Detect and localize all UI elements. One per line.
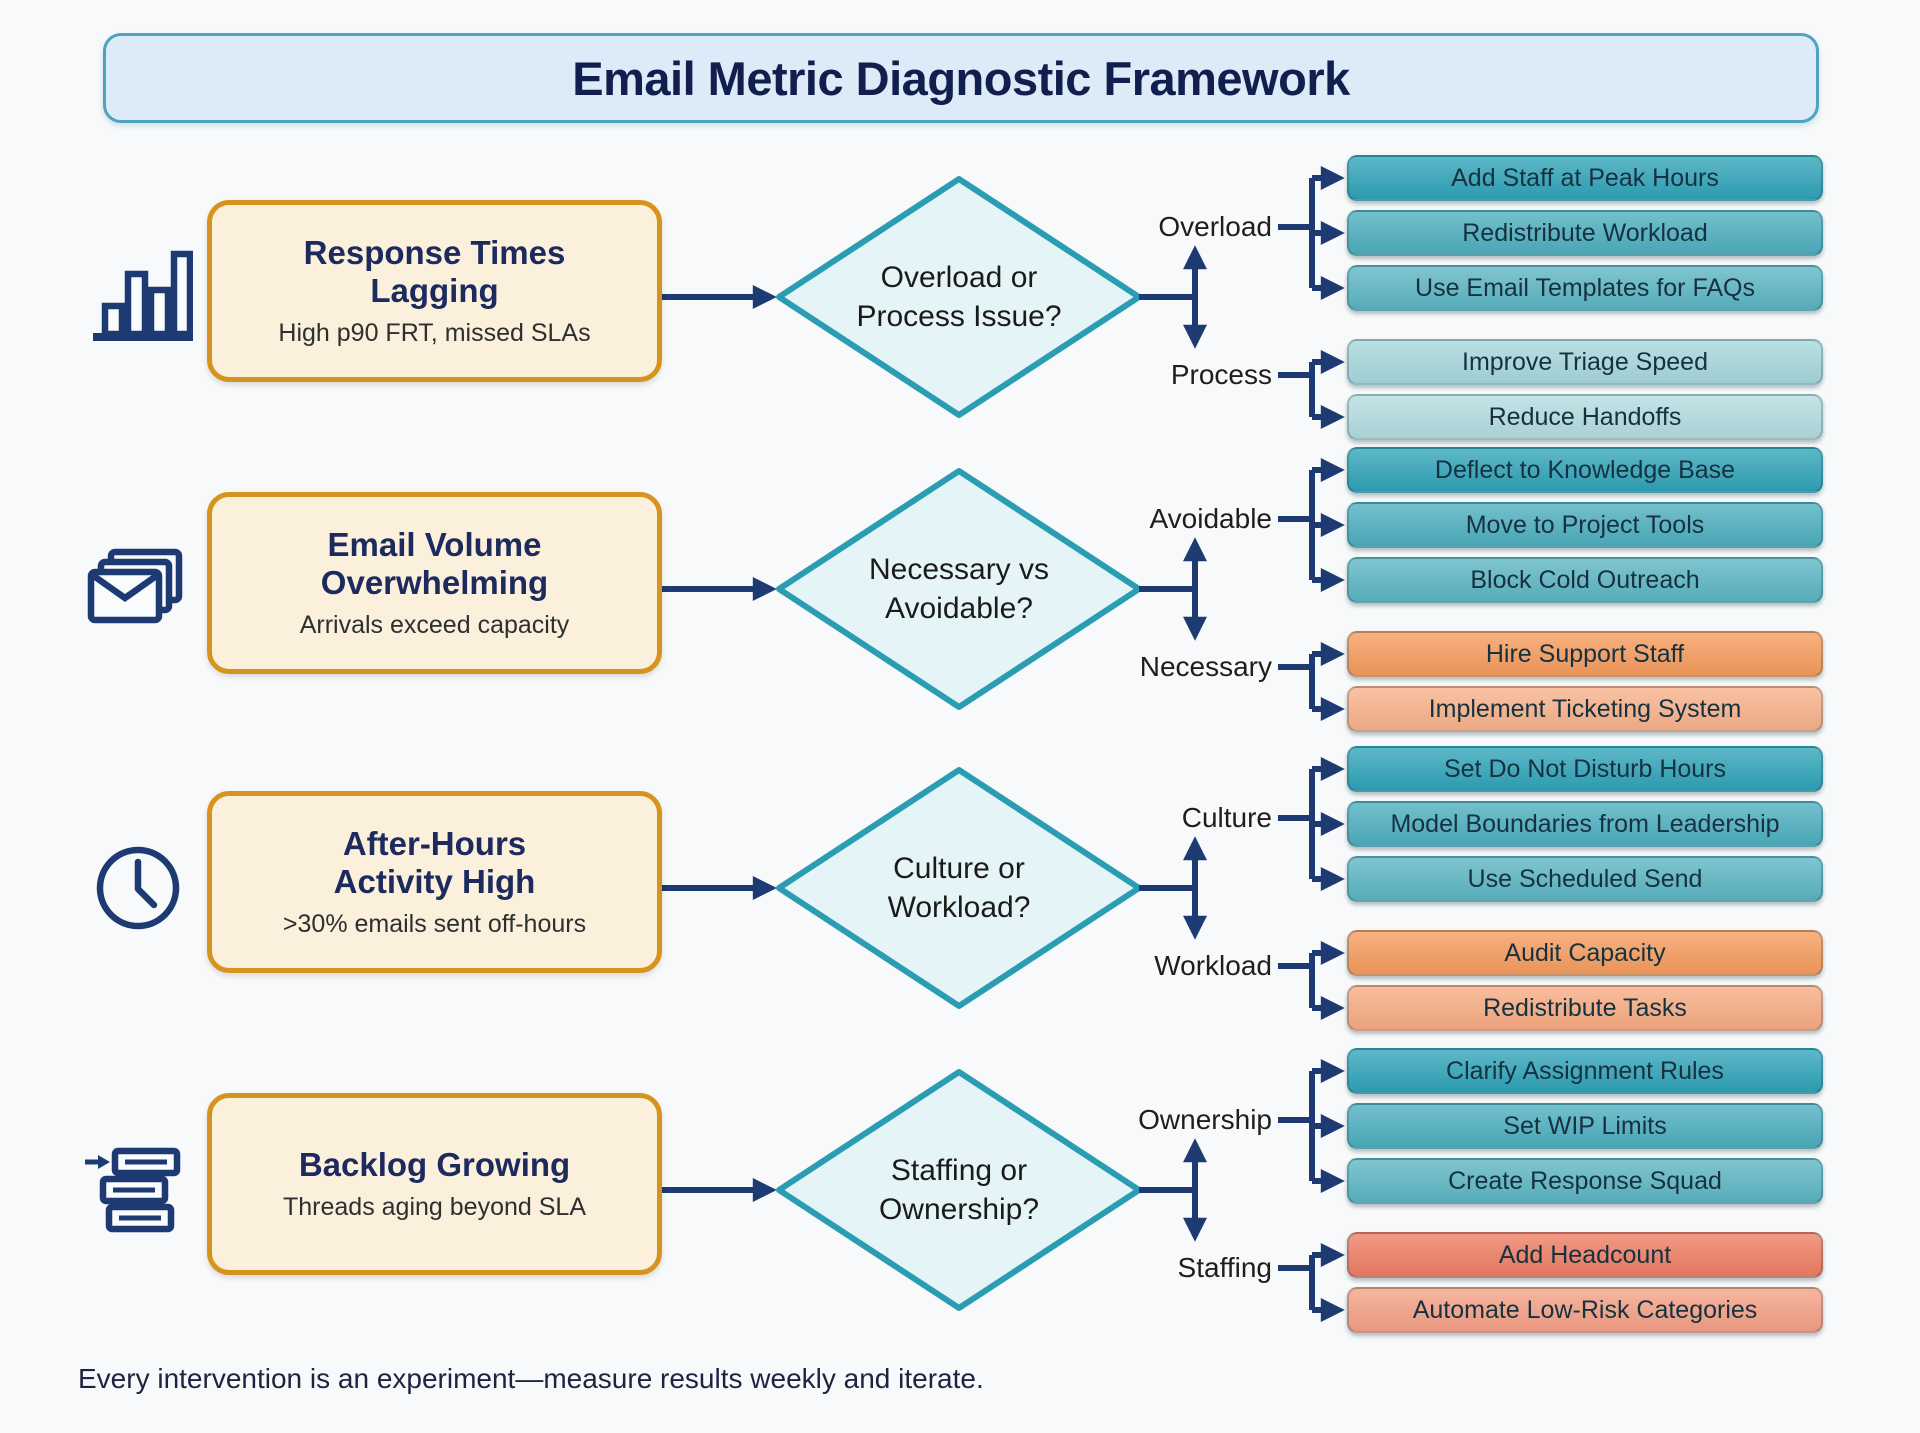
row-2-connectors [662,458,1345,721]
bar-chart-icon [83,242,194,352]
branch-label: Staffing [1177,1252,1272,1283]
problem-title: Email Volume Overwhelming [320,526,549,601]
action-box: Add Headcount [1347,1232,1823,1278]
action-box: Block Cold Outreach [1347,557,1823,603]
decision-question: Necessary vs Avoidable? [868,553,1050,625]
problem-box: After-Hours Activity High >30% emails se… [207,791,662,973]
decision-question: Overload or Process Issue? [856,261,1062,333]
branch-label: Process [1170,359,1272,390]
action-box: Clarify Assignment Rules [1347,1048,1823,1094]
action-box: Set Do Not Disturb Hours [1347,746,1823,792]
clock-icon [83,833,193,943]
action-box: Deflect to Knowledge Base [1347,447,1823,493]
problem-box: Response Times Lagging High p90 FRT, mis… [207,200,662,382]
action-box: Automate Low-Risk Categories [1347,1287,1823,1333]
action-box: Model Boundaries from Leadership [1347,801,1823,847]
decision-question: Staffing or Ownership? [878,1154,1040,1226]
problem-subtitle: Threads aging beyond SLA [283,1192,586,1221]
problem-title: Backlog Growing [298,1146,571,1184]
title-banner: Email Metric Diagnostic Framework [103,33,1819,123]
backlog-stack-icon [83,1135,193,1245]
row-1-connectors [662,166,1345,429]
problem-title: After-Hours Activity High [333,825,536,900]
action-box: Redistribute Workload [1347,210,1823,256]
action-box: Use Email Templates for FAQs [1347,265,1823,311]
page-title: Email Metric Diagnostic Framework [572,51,1350,105]
branch-label: Necessary [1139,651,1272,682]
row-4-connectors [662,1059,1345,1322]
action-box: Move to Project Tools [1347,502,1823,548]
problem-box: Backlog Growing Threads aging beyond SLA [207,1093,662,1275]
action-box: Set WIP Limits [1347,1103,1823,1149]
stacked-envelopes-icon [83,534,193,644]
action-box: Improve Triage Speed [1347,339,1823,385]
problem-title: Response Times Lagging [303,234,566,309]
problem-subtitle: >30% emails sent off-hours [282,909,587,938]
action-box: Hire Support Staff [1347,631,1823,677]
action-box: Redistribute Tasks [1347,985,1823,1031]
action-box: Audit Capacity [1347,930,1823,976]
action-box: Implement Ticketing System [1347,686,1823,732]
branch-label: Ownership [1138,1104,1272,1135]
action-box: Reduce Handoffs [1347,394,1823,440]
branch-label: Overload [1158,211,1272,242]
problem-box: Email Volume Overwhelming Arrivals excee… [207,492,662,674]
decision-question: Culture or Workload? [887,852,1031,924]
branch-label: Workload [1154,950,1272,981]
problem-subtitle: High p90 FRT, missed SLAs [278,318,591,347]
problem-subtitle: Arrivals exceed capacity [299,610,570,639]
action-box: Use Scheduled Send [1347,856,1823,902]
branch-label: Avoidable [1149,503,1272,534]
row-3-connectors [662,757,1345,1020]
action-box: Create Response Squad [1347,1158,1823,1204]
branch-label: Culture [1181,802,1272,833]
action-box: Add Staff at Peak Hours [1347,155,1823,201]
footer-note: Every intervention is an experiment—meas… [78,1363,984,1394]
